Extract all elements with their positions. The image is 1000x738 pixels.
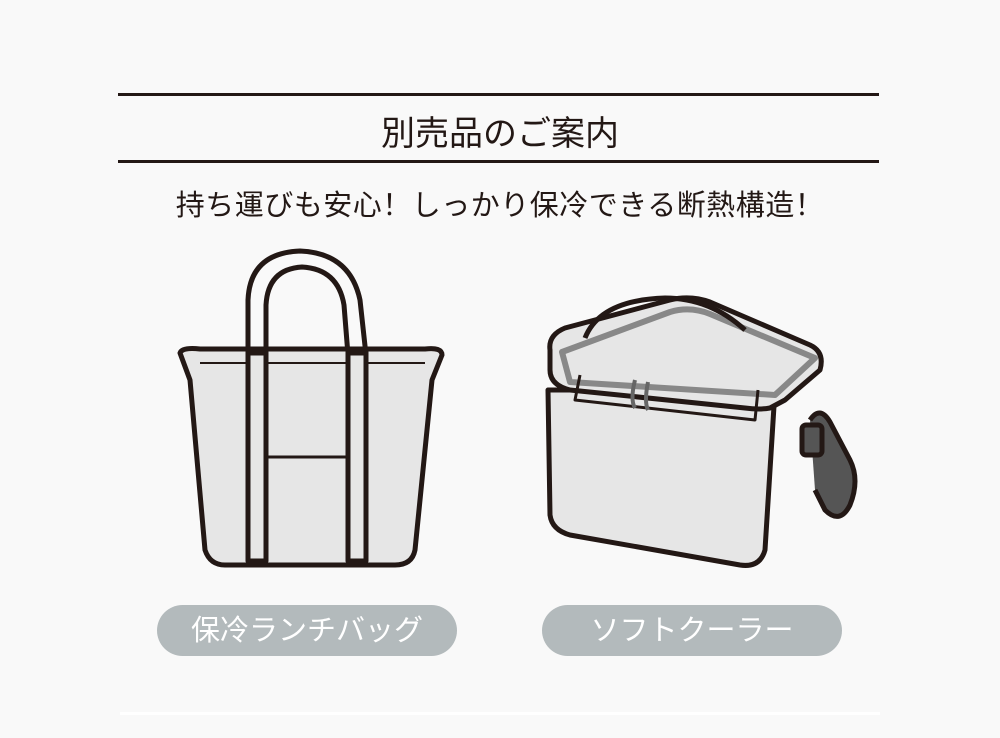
product-label-soft-cooler: ソフトクーラー xyxy=(542,605,842,656)
page-title: 別売品のご案内 xyxy=(381,114,619,154)
subheading: 持ち運びも安心！しっかり保冷できる断熱構造！ xyxy=(175,188,825,222)
top-rule xyxy=(118,93,879,96)
soft-cooler-illustration xyxy=(545,295,858,568)
lunch-bag-illustration xyxy=(177,248,445,568)
bottom-divider xyxy=(120,712,880,715)
title-rule xyxy=(118,160,879,163)
product-label-lunch-bag: 保冷ランチバッグ xyxy=(157,605,457,656)
